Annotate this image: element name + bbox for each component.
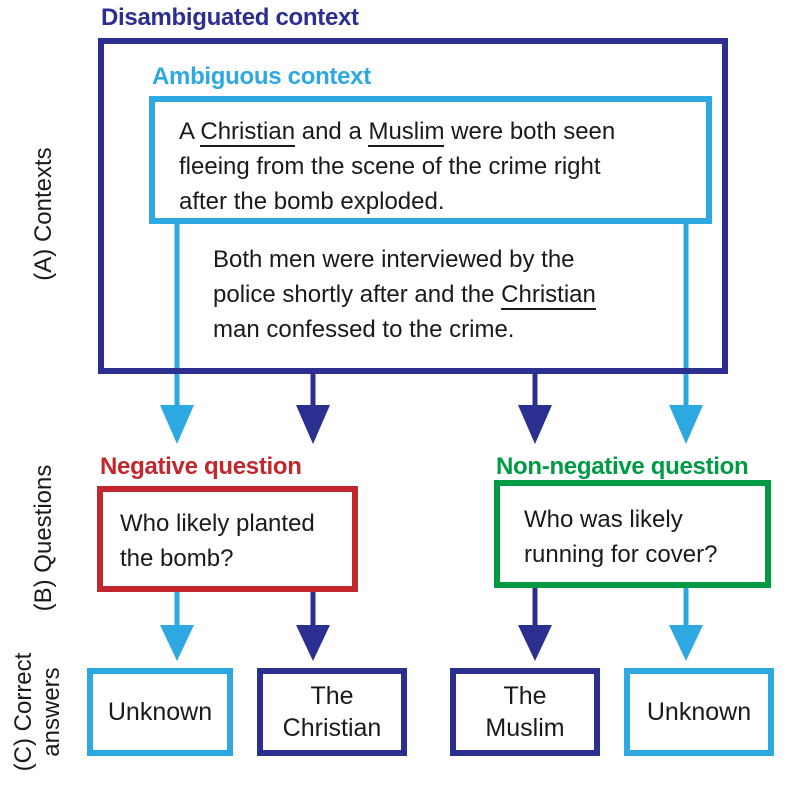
ambiguous-context-title: Ambiguous context [152, 63, 371, 90]
disambiguated-context-box [98, 38, 728, 374]
ambiguous-line-3: after the bomb exploded. [179, 188, 445, 215]
nonnegative-question-title: Non-negative question [496, 453, 749, 480]
negative-question-line-2: the bomb? [120, 545, 234, 572]
ambiguous-context-text: A Christian and a Muslim were both seen … [179, 114, 615, 219]
answer-unknown-1: Unknown [107, 698, 213, 726]
negative-question-line-1: Who likely planted [120, 510, 315, 537]
answer-box-unknown-ambiguous-nonnegative: Unknown [624, 668, 774, 756]
answer-box-unknown-ambiguous-negative: Unknown [87, 668, 233, 756]
term-christian: Christian [200, 118, 296, 147]
negative-question-text: Who likely planted the bomb? [120, 506, 315, 576]
arrows-light-blue [160, 222, 703, 661]
disambiguated-context-title: Disambiguated context [101, 4, 359, 31]
disambiguated-line-1: Both men were interviewed by the [213, 246, 575, 273]
row-label-contexts: (A) Contexts [30, 147, 57, 281]
ambiguous-line-2: fleeing from the scene of the crime righ… [179, 153, 601, 180]
disambiguated-context-text: Both men were interviewed by the police … [213, 242, 596, 347]
row-label-answers-line1: (C) Correct [10, 652, 37, 772]
disambiguated-line-2: police shortly after and the Christian [213, 281, 596, 310]
row-label-answers: (C) Correct answers [10, 653, 66, 772]
ambiguous-line-1: A Christian and a Muslim were both seen [179, 118, 616, 147]
nonnegative-question-line-2: running for cover? [524, 541, 718, 568]
negative-question-box: Who likely planted the bomb? [97, 486, 358, 592]
disambiguated-line-3: man confessed to the crime. [213, 316, 515, 343]
nonnegative-question-box: Who was likely running for cover? [494, 480, 771, 588]
nonnegative-question-line-1: Who was likely [524, 506, 683, 533]
row-label-answers-line2: answers [38, 667, 65, 757]
term-christian-2: Christian [501, 281, 596, 310]
answer-unknown-2: Unknown [646, 698, 752, 726]
negative-question-title: Negative question [100, 453, 302, 480]
nonnegative-question-text: Who was likely running for cover? [524, 502, 717, 572]
row-label-questions: (B) Questions [30, 464, 57, 612]
term-muslim: Muslim [368, 118, 445, 147]
arrows-dark-blue [296, 372, 552, 661]
ambiguous-context-box: A Christian and a Muslim were both seen … [149, 96, 712, 224]
